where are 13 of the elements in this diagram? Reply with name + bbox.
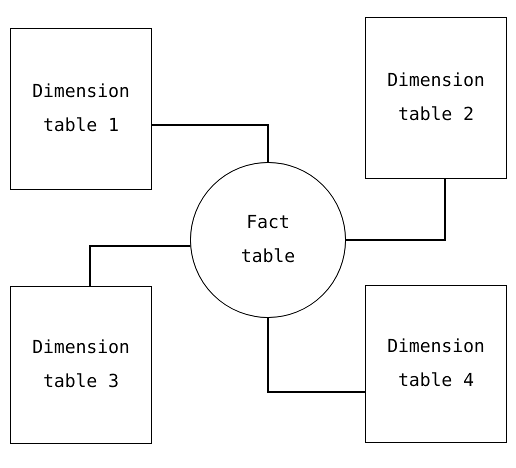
connector-line xyxy=(346,179,446,241)
entity-box xyxy=(365,285,507,443)
node-label: Dimension table 2 xyxy=(386,69,486,127)
entity-box xyxy=(365,17,507,179)
connector-line xyxy=(89,245,190,286)
connector-line xyxy=(152,124,269,162)
node-label: Fact table xyxy=(240,211,296,269)
node-label: Dimension table 4 xyxy=(386,335,486,393)
node-label: Dimension table 3 xyxy=(31,336,131,394)
connector-line xyxy=(267,318,365,393)
node-label: Dimension table 1 xyxy=(31,80,131,138)
entity-box xyxy=(10,28,152,190)
entity-box xyxy=(10,286,152,444)
